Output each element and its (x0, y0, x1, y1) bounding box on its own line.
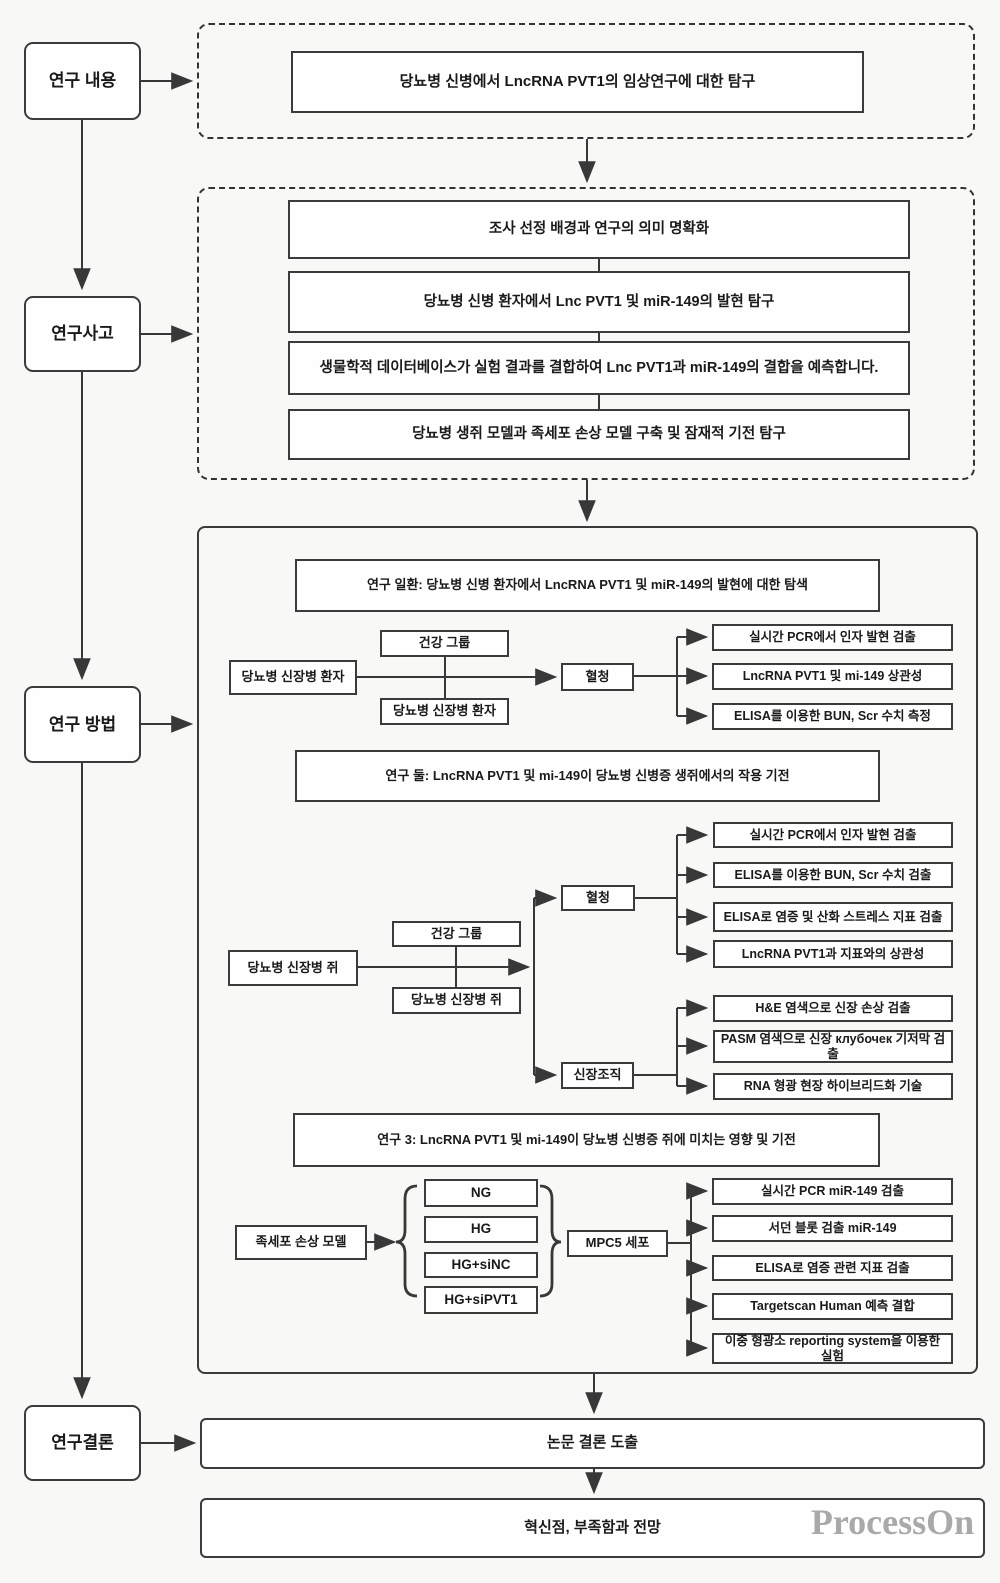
study3-group-hg: HG (424, 1216, 538, 1243)
study2-title: 연구 둘: LncRNA PVT1 및 mi-149이 당뇨병 신병증 생쥐에서… (295, 750, 880, 802)
study2-source: 당뇨병 신장병 쥐 (228, 950, 358, 986)
study2-serum-result-1: 실시간 PCR에서 인자 발현 검출 (713, 822, 953, 848)
study2-serum-result-3: ELISA로 염증 및 산화 스트레스 지표 검출 (713, 902, 953, 932)
thinking-item-1: 조사 선정 배경과 연구의 의미 명확화 (288, 200, 910, 259)
study1-result-3: ELISA를 이용한 BUN, Scr 수치 측정 (712, 703, 953, 730)
right-brace (539, 1184, 562, 1298)
study2-tissue-result-1: H&E 염색으로 신장 손상 검출 (713, 995, 953, 1022)
sidebar-research-content: 연구 내용 (24, 42, 141, 120)
thinking-item-2: 당뇨병 신병 환자에서 Lnc PVT1 및 miR-149의 발현 탐구 (288, 271, 910, 333)
thinking-dashed-container (197, 187, 975, 480)
methods-container (197, 526, 978, 1374)
processon-watermark: ProcessOn (810, 1502, 975, 1542)
study3-result-4: Targetscan Human 예측 결합 (712, 1293, 953, 1320)
study3-result-5: 이중 형광소 reporting system을 이용한 실험 (712, 1333, 953, 1364)
study2-serum-result-4: LncRNA PVT1과 지표와의 상관성 (713, 940, 953, 968)
study1-group-patient: 당뇨병 신장병 환자 (380, 698, 509, 725)
left-brace (395, 1184, 418, 1298)
study2-tissue-result-2: PASM 염색으로 신장 клубочек 기저막 검출 (713, 1030, 953, 1063)
study1-result-1: 실시간 PCR에서 인자 발현 검출 (712, 624, 953, 651)
study3-title: 연구 3: LncRNA PVT1 및 mi-149이 당뇨병 신병증 쥐에 미… (293, 1113, 880, 1167)
outlook-box: 혁신점, 부족함과 전망 (200, 1498, 985, 1558)
study1-title: 연구 일환: 당뇨병 신병 환자에서 LncRNA PVT1 및 miR-149… (295, 559, 880, 612)
study2-tissue-result-3: RNA 형광 현장 하이브리드화 기술 (713, 1073, 953, 1100)
wire-group (73, 72, 709, 1495)
study3-result-1: 실시간 PCR miR-149 검출 (712, 1178, 953, 1205)
overview-main-box: 당뇨병 신병에서 LncRNA PVT1의 임상연구에 대한 탐구 (291, 51, 864, 113)
conclusion-box: 논문 결론 도출 (200, 1418, 985, 1469)
study2-sample-serum: 혈청 (561, 885, 635, 911)
sidebar-research-thinking: 연구사고 (24, 296, 141, 372)
study3-group-hg-sinc: HG+siNC (424, 1252, 538, 1278)
sidebar-research-conclusion: 연구결론 (24, 1405, 141, 1481)
study3-cell: MPC5 세포 (567, 1230, 668, 1257)
study1-source: 당뇨병 신장병 환자 (229, 660, 357, 695)
study3-source: 족세포 손상 모델 (235, 1225, 367, 1260)
study3-result-2: 서던 블롯 검출 miR-149 (712, 1215, 953, 1242)
study2-sample-tissue: 신장조직 (561, 1062, 634, 1089)
study1-sample-serum: 혈청 (561, 663, 634, 691)
sidebar-research-method: 연구 방법 (24, 686, 141, 763)
study2-group-healthy: 건강 그룹 (392, 921, 521, 947)
study3-result-3: ELISA로 염증 관련 지표 검출 (712, 1255, 953, 1281)
study2-serum-result-2: ELISA를 이용한 BUN, Scr 수치 검출 (713, 862, 953, 888)
study1-group-healthy: 건강 그룹 (380, 630, 509, 657)
overview-dashed-container (197, 23, 975, 139)
thinking-item-4: 당뇨병 생쥐 모델과 족세포 손상 모델 구축 및 잠재적 기전 탐구 (288, 409, 910, 460)
study3-group-hg-sipvt1: HG+siPVT1 (424, 1286, 538, 1314)
study1-result-2: LncRNA PVT1 및 mi-149 상관성 (712, 663, 953, 690)
thinking-item-3: 생물학적 데이터베이스가 실험 결과를 결합하여 Lnc PVT1과 miR-1… (288, 341, 910, 395)
study3-group-ng: NG (424, 1179, 538, 1207)
study2-group-dn: 당뇨병 신장병 쥐 (392, 987, 521, 1014)
